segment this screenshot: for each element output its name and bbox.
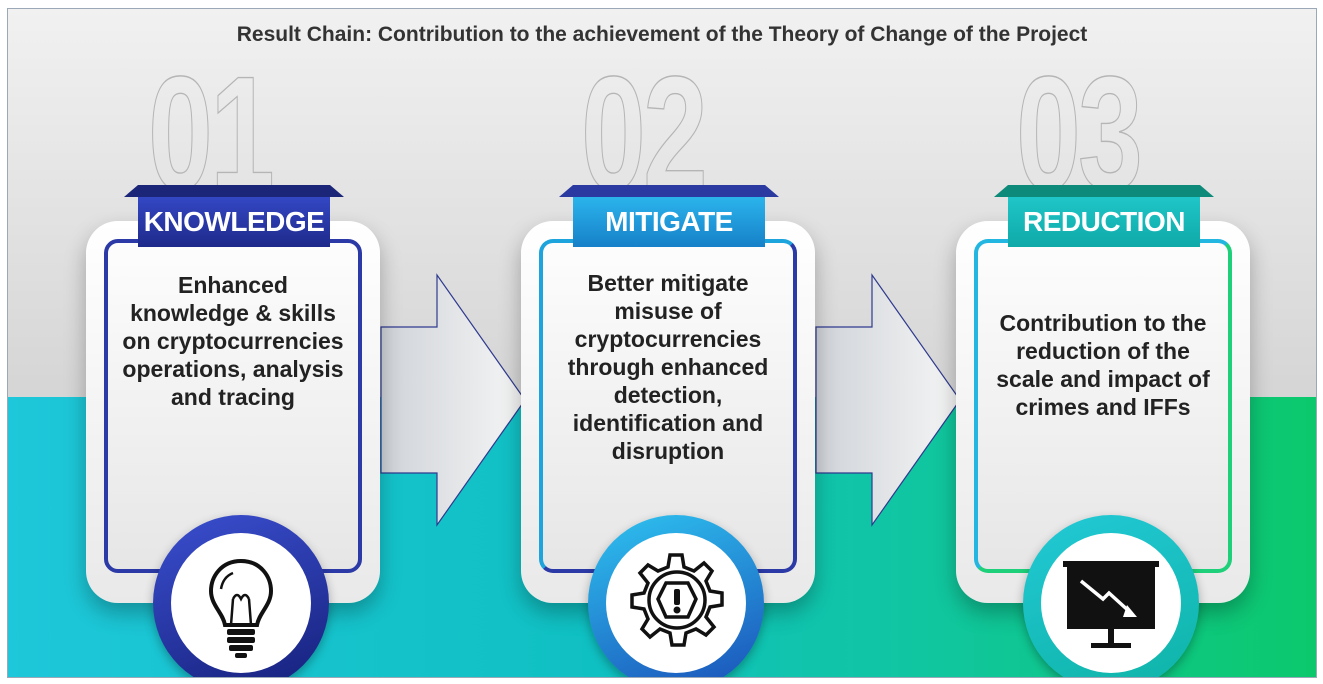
ribbon-fold — [559, 185, 779, 197]
arrow-1-to-2 — [380, 273, 526, 527]
ribbon-fold — [124, 185, 344, 197]
warning-gear-icon — [630, 553, 724, 647]
icon-circle — [588, 515, 764, 677]
step-label-ribbon: REDUCTION — [994, 185, 1214, 247]
step-description: Contribution to the reduction of the sca… — [996, 310, 1210, 420]
declining-chart-screen-icon — [1063, 561, 1159, 648]
arrow-2-to-3 — [815, 273, 961, 527]
diagram-frame: Result Chain: Contribution to the achiev… — [7, 8, 1317, 678]
ribbon-fold — [994, 185, 1214, 197]
step-label: REDUCTION — [1008, 197, 1200, 247]
icon-circle — [153, 515, 329, 677]
step-label-ribbon: KNOWLEDGE — [124, 185, 344, 247]
step-label-ribbon: MITIGATE — [559, 185, 779, 247]
step-description: Better mitigate misuse of cryptocurrenci… — [567, 270, 769, 464]
step-description: Enhanced knowledge & skills on cryptocur… — [122, 272, 344, 410]
lightbulb-icon — [208, 558, 274, 658]
icon-circle — [1023, 515, 1199, 677]
diagram-title: Result Chain: Contribution to the achiev… — [236, 23, 1088, 46]
step-label: MITIGATE — [573, 197, 765, 247]
step-label: KNOWLEDGE — [138, 197, 330, 247]
